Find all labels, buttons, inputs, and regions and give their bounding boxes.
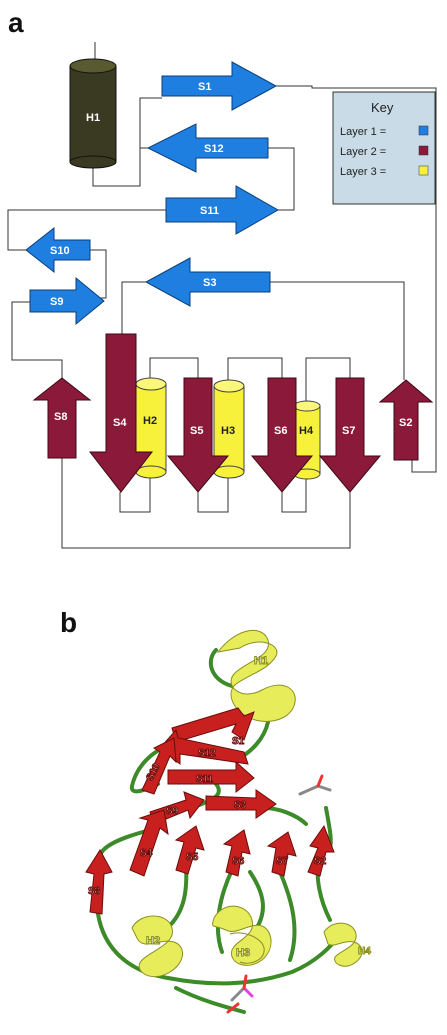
ribbon-helix-h1: H1 [216,630,296,722]
ribbon-strand-s3: S3 [205,789,277,819]
h1-label: H1 [86,112,100,124]
ribbon-s3-label: S3 [234,800,247,811]
ribbon-h1-label: H1 [254,655,268,667]
ribbon-strand-s7: S7 [266,831,297,877]
strand-s3: S3 [144,257,271,307]
h3-label: H3 [221,425,235,437]
ribbon-h2-label: H2 [146,935,160,947]
ligand-lower [226,974,254,1014]
s8-label: S8 [54,411,67,423]
ribbon-s5-label: S5 [186,852,199,863]
s6-label: S6 [274,425,287,437]
ribbon-s11-label: S11 [196,774,214,785]
ribbon-s6-label: S6 [232,856,245,867]
s4-label: S4 [113,417,127,429]
ribbon-strand-s11: S11 [167,760,255,794]
helix-h1: H1 [69,58,117,169]
s2-label: S2 [399,417,412,429]
ribbon-strand-s4: S4 [129,809,169,877]
s1-label: S1 [198,81,211,93]
strand-s6: S6 [250,377,314,493]
ribbon-s2-label: S2 [314,856,327,867]
ribbon-h4-label: H4 [358,946,371,957]
ribbon-s12-label: S12 [198,748,216,759]
ribbon-loops [96,648,342,1014]
strand-s11: S11 [165,185,280,235]
ribbon-helix-h4: H4 [323,922,372,967]
strand-s1: S1 [161,61,278,111]
s5-label: S5 [190,425,203,437]
key-title: Key [371,100,394,115]
strand-s8: S8 [32,377,92,459]
strand-s7: S7 [318,377,382,493]
ribbon-strand-s5: S5 [174,825,205,875]
key-layer2-swatch [418,145,429,156]
key-layer3-swatch [418,165,429,176]
ribbon-h3-label: H3 [236,947,250,959]
ribbon-strands: S1 S12 S10 S11 S9 S3 S4 [85,707,335,915]
strand-s2: S2 [378,379,434,461]
ribbon-helix-h2: H2 [131,915,183,978]
s11-label: S11 [200,205,219,217]
h2-label: H2 [143,415,157,427]
s12-label: S12 [204,143,224,155]
ribbon-strand-s8: S8 [85,849,113,915]
strand-s5: S5 [166,377,230,493]
ribbon-helix-h3: H3 [212,905,272,966]
strand-s9: S9 [29,276,105,326]
h4-label: H4 [299,425,314,437]
key-layer2-label: Layer 2 = [340,146,386,158]
s10-label: S10 [50,245,70,257]
key-layer1-swatch [418,125,429,136]
strand-s4: S4 [88,333,154,493]
panel-a-label: a [8,7,24,38]
ribbon-strand-s2: S2 [307,824,335,877]
key-layer1-label: Layer 1 = [340,126,386,138]
ligand-upper [298,774,332,796]
s7-label: S7 [342,425,355,437]
ribbon-strand-s6: S6 [222,829,251,877]
ribbon-s9-label: S9 [166,806,179,817]
topology-connectors [7,42,437,549]
strand-s10: S10 [25,226,91,274]
s9-label: S9 [50,296,63,308]
panel-b-label: b [60,607,77,638]
ribbon-s7-label: S7 [276,856,289,867]
ribbon-strand-s1: S1 [171,707,255,748]
s3-label: S3 [203,277,216,289]
key-box: Key Layer 1 = Layer 2 = Layer 3 = [332,91,436,205]
key-layer3-label: Layer 3 = [340,166,386,178]
ribbon-s4-label: S4 [140,848,153,859]
ribbon-s1-label: S1 [232,736,245,747]
ribbon-s8-label: S8 [88,886,101,897]
strand-s12: S12 [146,123,269,173]
